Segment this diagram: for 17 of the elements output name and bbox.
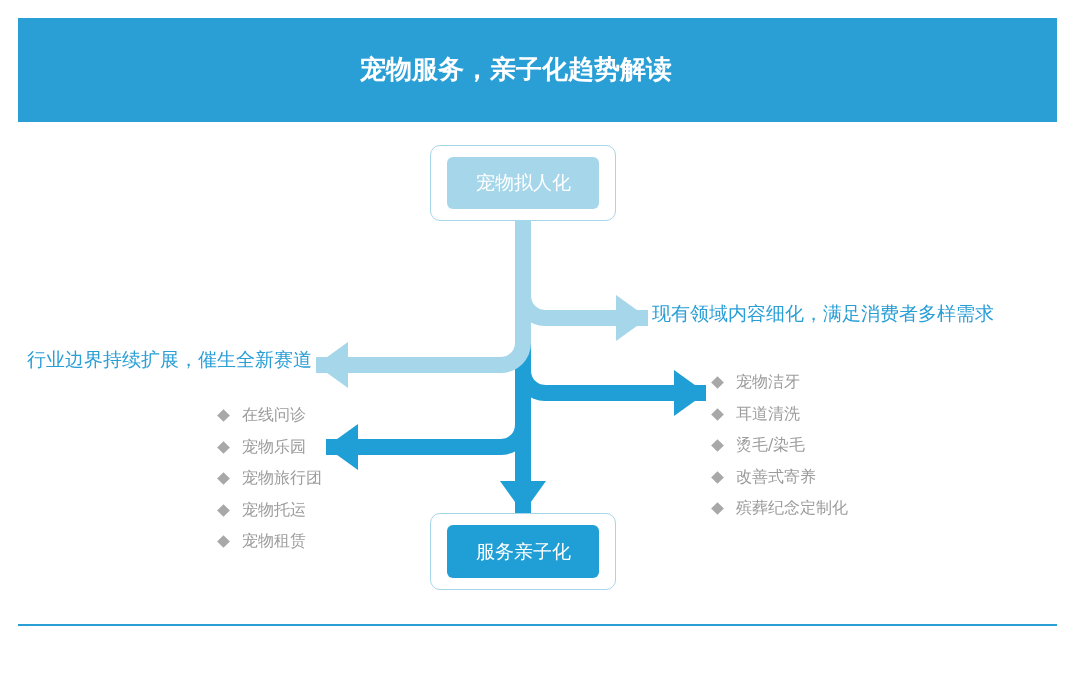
node-frame xyxy=(430,513,616,590)
node-frame xyxy=(430,145,616,221)
branch-label: 现有领域内容细化，满足消费者多样需求 xyxy=(652,302,994,326)
title: 宠物服务，亲子化趋势解读 xyxy=(360,53,672,86)
list-item-text: 宠物乐园 xyxy=(242,436,306,458)
list-item-text: 宠物租赁 xyxy=(242,531,306,553)
list-item-text: 在线问诊 xyxy=(242,405,306,427)
list-item-text: 宠物洁牙 xyxy=(736,372,800,394)
branch-label: 行业边界持续扩展，催生全新赛道 xyxy=(27,348,312,372)
process-box: 宠物拟人化 xyxy=(447,157,599,209)
list-item-text: 宠物旅行团 xyxy=(242,468,322,490)
list-item-text: 殡葬纪念定制化 xyxy=(736,498,848,520)
list-item-text: 耳道清洗 xyxy=(736,403,800,425)
list-item-text: 改善式寄养 xyxy=(736,466,816,488)
list-item-text: 宠物托运 xyxy=(242,499,306,521)
process-box: 服务亲子化 xyxy=(447,525,599,578)
list-item-text: 烫毛/染毛 xyxy=(736,435,806,457)
